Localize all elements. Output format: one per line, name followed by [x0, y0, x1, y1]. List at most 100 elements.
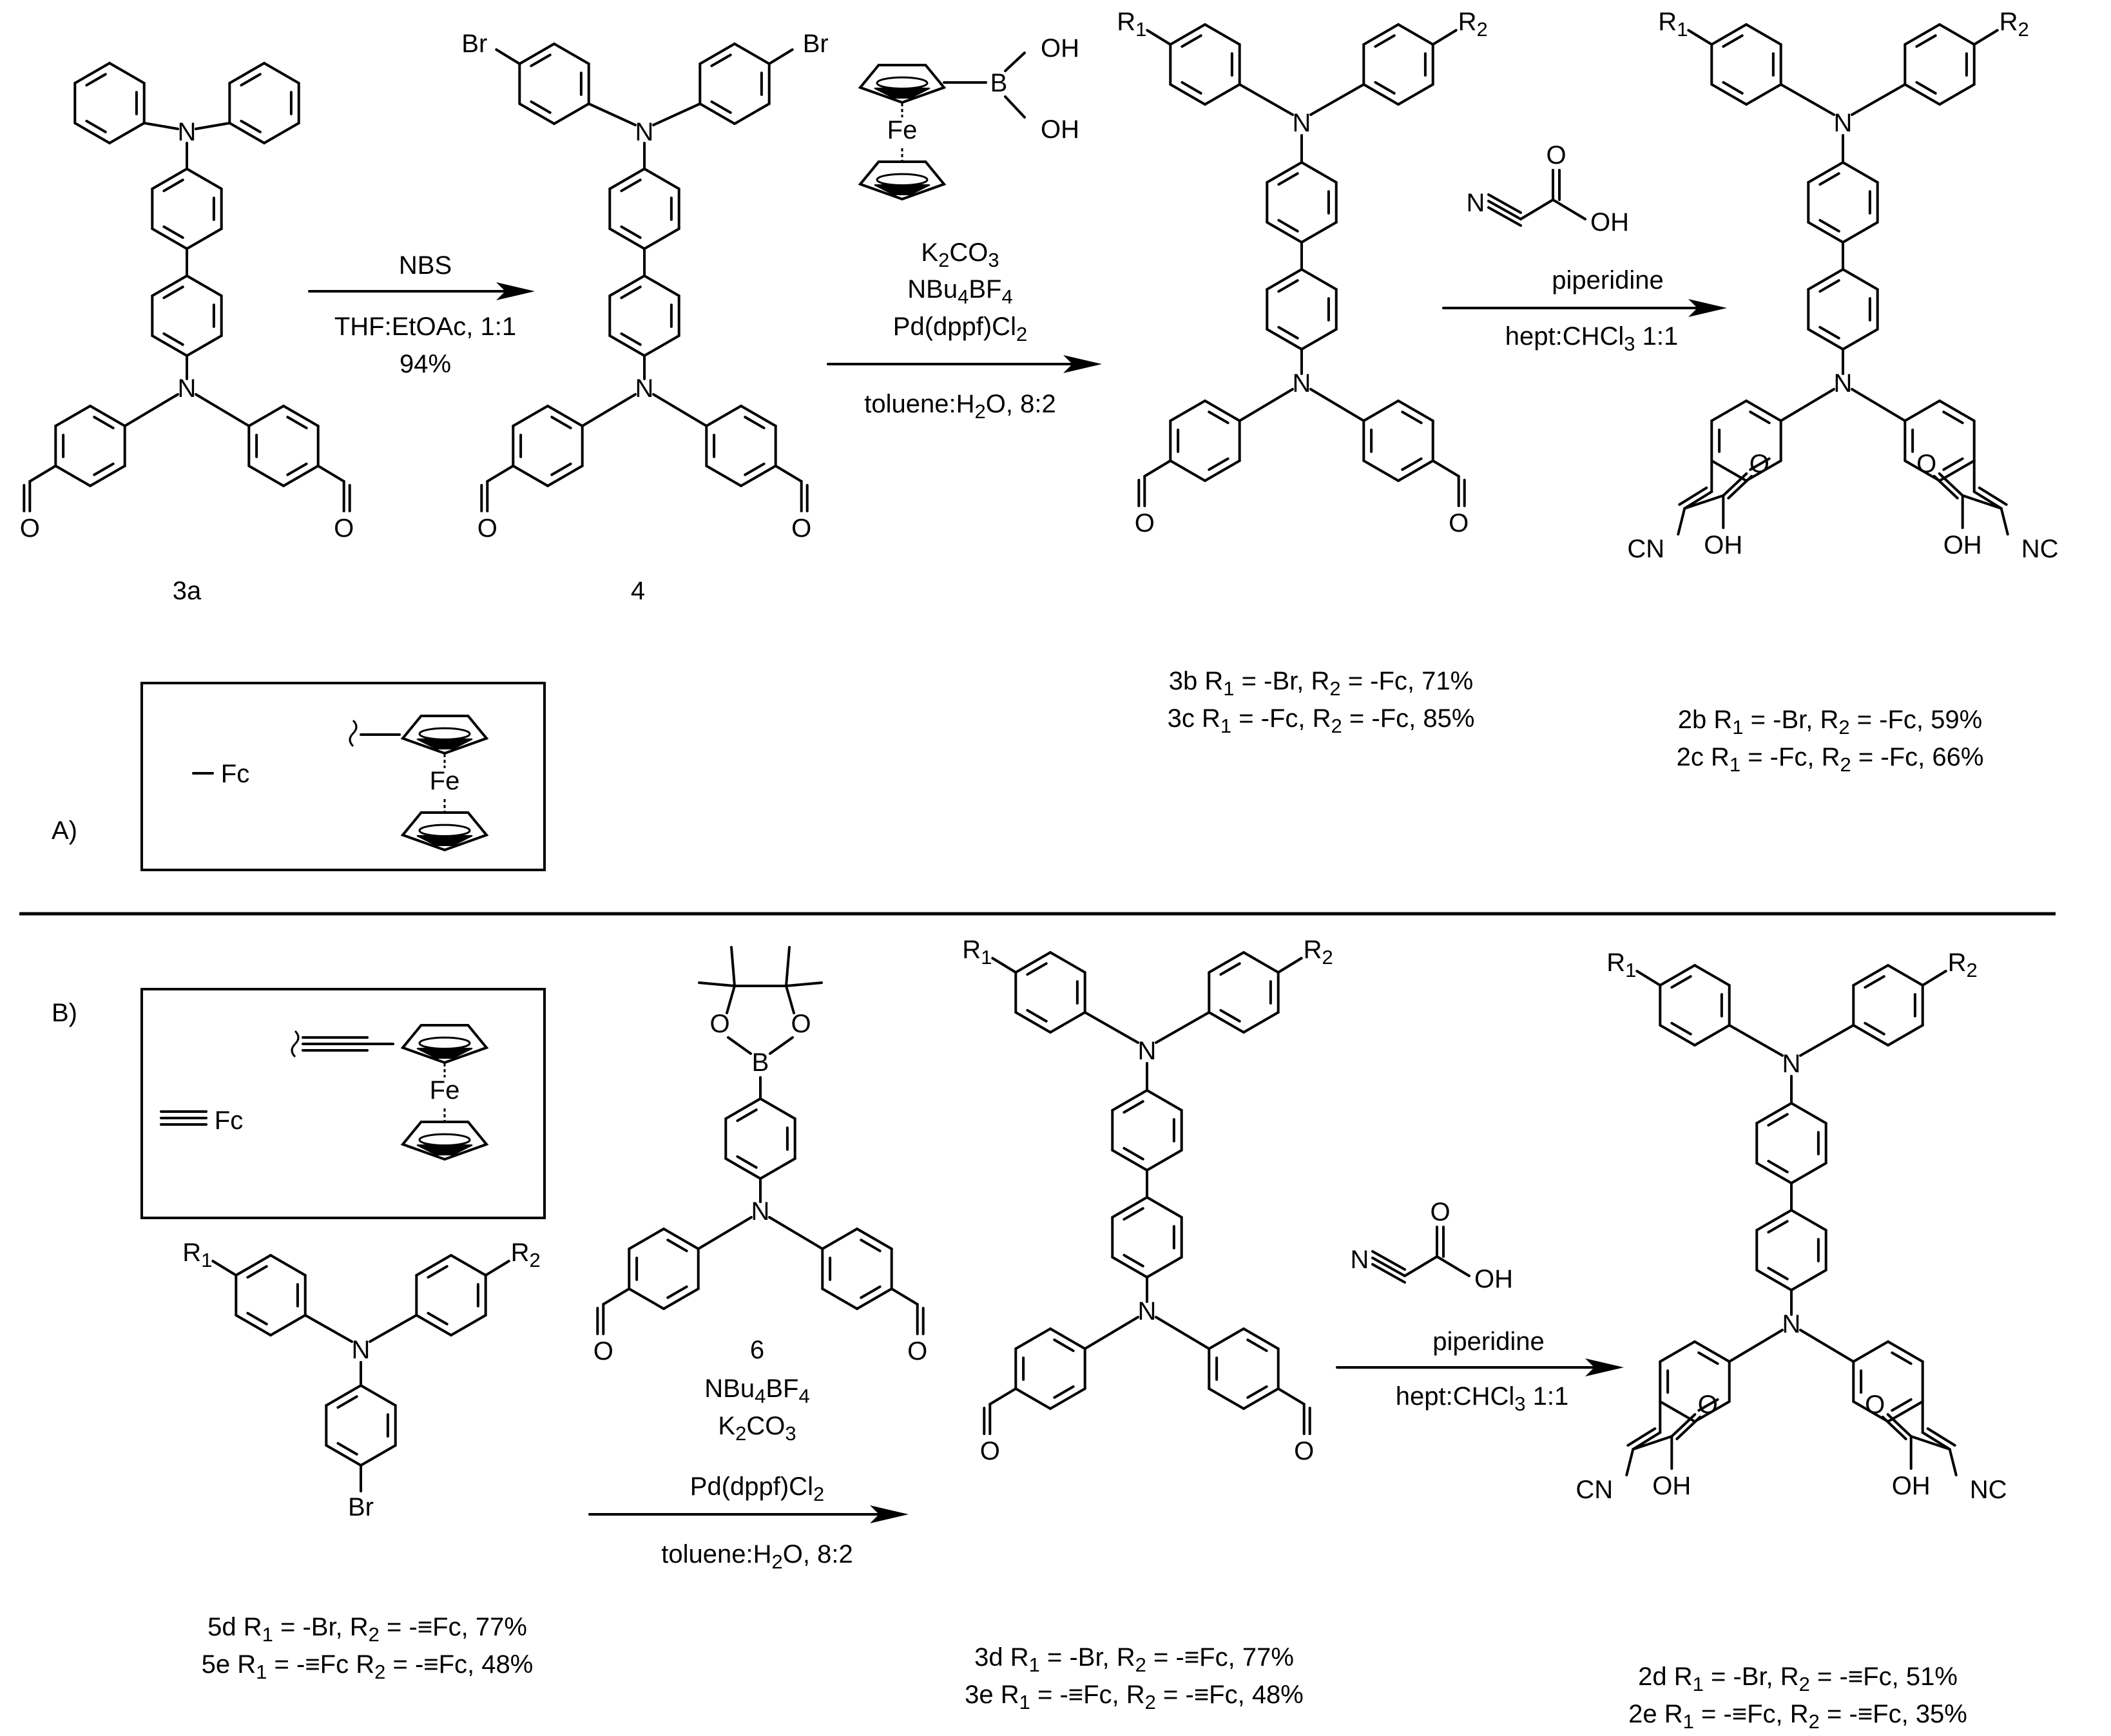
ring-double-bond: [427, 1311, 448, 1326]
ring-bond: [1111, 1196, 1148, 1219]
oxygen-atom: O: [1698, 1391, 1718, 1419]
ferrocene: Fe: [400, 715, 489, 852]
bond: [652, 102, 702, 126]
ring-bond: [1755, 1162, 1793, 1184]
legend-box: [140, 682, 546, 871]
wavy-attachment: [291, 1030, 300, 1058]
ring-bond: [1362, 83, 1400, 106]
ring-bond: [186, 334, 223, 357]
bond: [304, 1314, 353, 1343]
ring-bond: [1242, 1387, 1280, 1410]
ring-double-bond: [1749, 410, 1771, 425]
ring-bond: [1938, 83, 1976, 106]
ring-bond: [1790, 1269, 1827, 1291]
ring-bond: [733, 102, 771, 125]
ring-bond: [1204, 400, 1241, 422]
benzene-ring: [1014, 1327, 1086, 1410]
ring-double-bond: [1697, 1398, 1719, 1412]
ring-bond: [512, 465, 549, 487]
reagent-piperidine: piperidine: [1552, 266, 1663, 294]
ring-bond: [269, 1314, 307, 1336]
substituent-r2: R2: [2000, 8, 2029, 41]
bond: [769, 1036, 794, 1055]
benzene-ring: [705, 405, 777, 487]
ring-double-bond: [1374, 34, 1396, 48]
ring-double-bond: [620, 225, 642, 239]
ring-bond: [1111, 1089, 1148, 1112]
ring-double-bond: [1818, 172, 1840, 186]
bond: [587, 102, 637, 126]
ring-bond: [512, 405, 549, 427]
oxygen-atom: O: [907, 1337, 927, 1365]
ring-bond: [235, 1314, 272, 1336]
ring-double-bond: [1864, 1021, 1885, 1036]
ring-double-bond: [666, 1285, 688, 1299]
bond: [495, 48, 521, 65]
bond: [1371, 1257, 1406, 1277]
cp-aromatic-circle: [418, 824, 471, 838]
ring-double-bond: [860, 1239, 882, 1253]
ring-bond: [1904, 83, 1941, 106]
benzene-ring: [54, 405, 126, 487]
bond: [1687, 29, 1713, 46]
ring-double-bond: [1246, 1385, 1268, 1399]
oxygen-atom: O: [20, 514, 40, 543]
ring-bond: [1266, 328, 1303, 351]
bond: [1779, 388, 1835, 422]
nitrogen-atom: N: [1351, 1246, 1369, 1274]
nitrogen-atom: N: [1138, 1297, 1157, 1326]
bromine-atom: Br: [461, 30, 487, 58]
benzene-ring: [608, 275, 680, 357]
ring-bond: [247, 465, 285, 487]
ring-bond: [1887, 1400, 1924, 1423]
ring-double-bond: [246, 1311, 268, 1326]
bond: [1799, 1024, 1855, 1057]
ring-bond: [1938, 23, 1976, 46]
cp-outline: [400, 1121, 489, 1161]
ring-bond: [643, 275, 680, 297]
ring-bond: [740, 465, 777, 487]
ring-bond: [628, 1228, 665, 1250]
ring-bond: [546, 465, 584, 487]
oxygen-atom: O: [709, 1010, 729, 1038]
ring-bond: [1790, 1102, 1827, 1124]
ring-bond: [856, 1228, 893, 1250]
ring-bond: [1693, 1024, 1731, 1046]
ring-double-bond: [1767, 1266, 1789, 1280]
ring-bond: [1755, 1102, 1793, 1124]
benzene-ring: [228, 62, 300, 144]
oxygen-atom: O: [1916, 450, 1936, 478]
ring-double-bond: [1942, 410, 1964, 425]
ring-bond: [1169, 400, 1206, 422]
ring-double-bond: [1767, 1113, 1789, 1127]
ring-double-bond: [1891, 1398, 1913, 1412]
oxygen-atom: O: [1865, 1391, 1885, 1419]
bond: [211, 1260, 238, 1277]
ring-bond: [705, 465, 742, 487]
oxygen-atom: O: [477, 514, 497, 543]
ring-bond: [1169, 459, 1206, 482]
reagent-k2co3: K2CO3: [921, 238, 999, 271]
ring-double-bond: [1277, 172, 1299, 186]
ferrocene: Fe: [858, 64, 947, 201]
bond: [1851, 83, 1907, 116]
ring-bond: [108, 62, 146, 84]
bond: [2000, 507, 2009, 535]
compound-definition-2b: 2b R1 = -Br, R2 = -Fc, 59%: [1678, 706, 1982, 738]
ring-bond: [821, 1288, 858, 1310]
nitrogen-atom: N: [1782, 1310, 1801, 1338]
ring-double-bond: [93, 462, 115, 476]
bromine-atom: Br: [348, 1493, 374, 1521]
ring-double-bond: [1767, 1220, 1789, 1234]
solvent-label: hept:CHCl3 1:1: [1396, 1382, 1568, 1415]
ring-bond: [450, 1254, 487, 1277]
ring-double-bond: [162, 332, 184, 346]
benzene-ring: [1208, 1327, 1280, 1410]
ring-bond: [1887, 1024, 1924, 1046]
